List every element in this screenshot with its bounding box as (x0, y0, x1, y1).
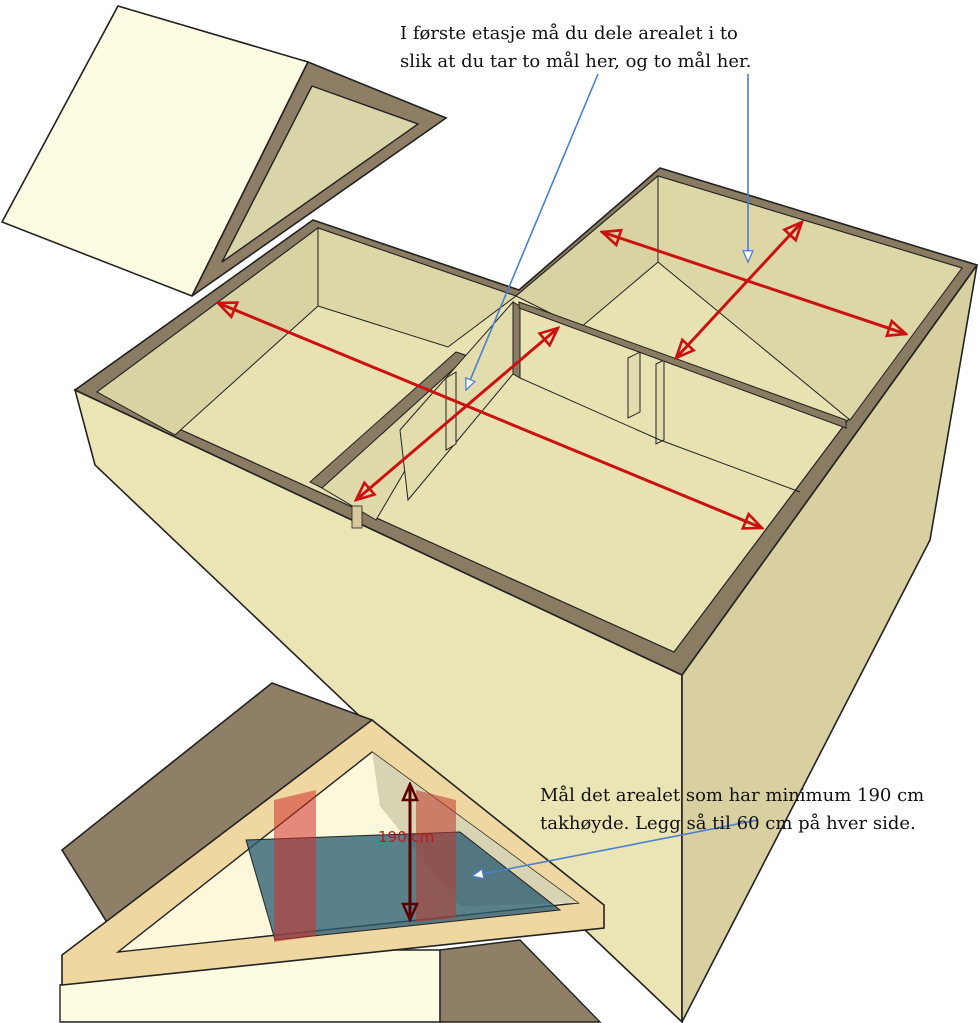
floor-note-line1: I første etasje må du dele arealet i to (400, 22, 738, 44)
height-label: 190 cm (378, 828, 434, 846)
height-plane-left (274, 790, 316, 942)
attic-section-model (59, 682, 605, 1023)
floor-note-text: I første etasje må du dele arealet i to … (400, 22, 751, 72)
attic-note-text: Mål det arealet som har minimum 190 cm t… (540, 784, 930, 834)
floor-measurement-arrows (218, 222, 906, 528)
measure-arrow-width-left (356, 328, 558, 500)
attic-note-line1: Mål det arealet som har minimum 190 cm (540, 784, 924, 806)
attic-note-line2: takhøyde. Legg så til 60 cm på hver side… (540, 812, 916, 834)
height-plane-right (416, 790, 456, 922)
detached-roof (0, 5, 448, 298)
ceiling-height-measure: 190 cm (378, 784, 434, 920)
pointer-arrow-left (466, 73, 599, 390)
measure-arrow-width-right (676, 222, 802, 358)
floor-note-pointers (466, 73, 748, 390)
floor-note-line2: slik at du tar to mål her, og to mål her… (400, 50, 751, 72)
attic-note-pointer (472, 819, 759, 876)
